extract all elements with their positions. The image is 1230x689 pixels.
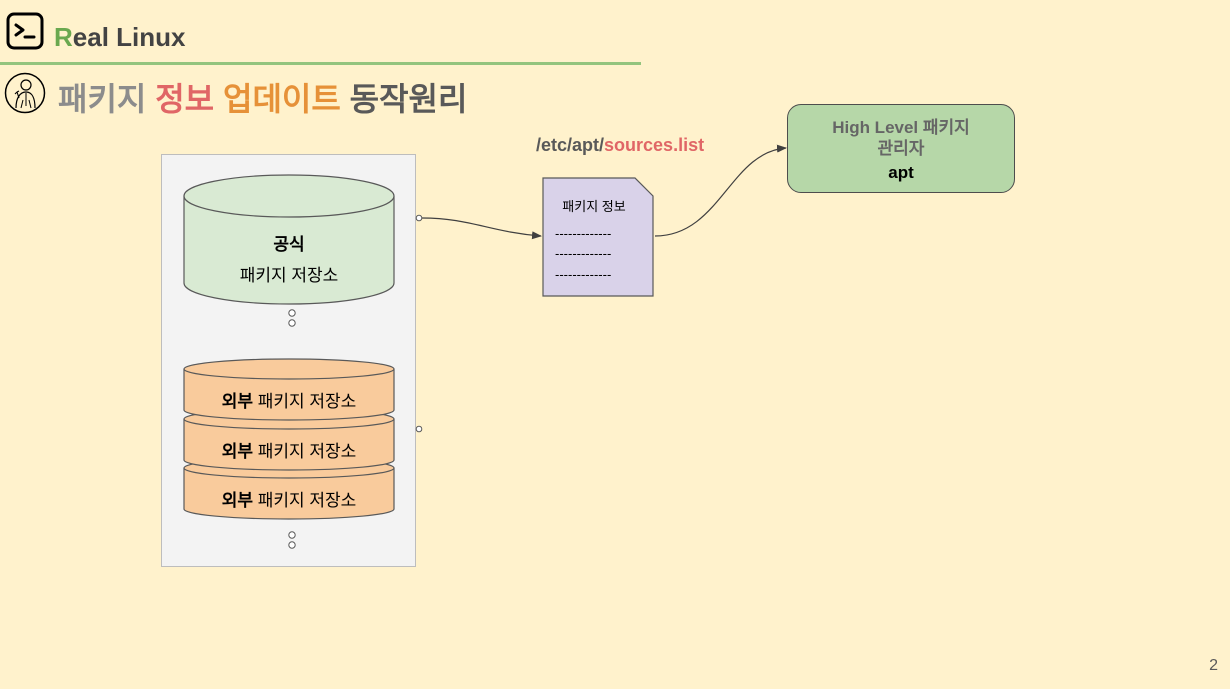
external-repo-bold-3: 외부	[221, 491, 253, 510]
header-divider	[0, 62, 641, 65]
external-repo-label-2: 외부 패키지 저장소	[184, 437, 394, 462]
document-title: 패키지 정보	[562, 199, 626, 214]
terminal-icon	[6, 12, 44, 50]
external-repo-text-3: 패키지 저장소	[252, 491, 357, 510]
external-repo-text-1: 패키지 저장소	[252, 392, 357, 411]
document-line-3: -------------	[555, 267, 612, 282]
sources-list-path: /etc/apt/sources.list	[536, 135, 704, 156]
presenter-avatar-icon	[4, 72, 46, 114]
document-line-2: -------------	[555, 246, 612, 261]
sources-list-document	[542, 177, 654, 297]
manager-line-1: High Level 패키지	[832, 118, 970, 137]
arrow-sources-to-manager	[654, 144, 787, 237]
manager-line-2: 관리자	[877, 139, 925, 158]
sources-path-prefix: /etc/apt/	[536, 135, 605, 155]
ellipsis-connector-bottom	[288, 531, 296, 549]
brand-initial: R	[54, 22, 73, 52]
panel-connector-dot-top	[415, 214, 423, 222]
arrow-repos-to-sources	[421, 217, 542, 240]
sources-path-filename: sources.list	[604, 135, 705, 155]
title-part-update: 업데이트	[223, 81, 341, 117]
page-title: 패키지 정보 업데이트 동작원리	[58, 74, 467, 120]
brand-rest: eal Linux	[72, 22, 186, 52]
brand-name: Real Linux	[54, 22, 185, 53]
title-part-principle: 동작원리	[349, 81, 468, 117]
external-repo-text-2: 패키지 저장소	[252, 442, 357, 461]
manager-apt-label: apt	[888, 163, 914, 182]
title-part-info: 정보	[155, 81, 215, 117]
external-repo-cylinder-1	[183, 358, 395, 421]
official-repo-title: 공식	[273, 235, 305, 254]
page-number: 2	[1209, 657, 1218, 674]
title-part-package: 패키지	[58, 81, 147, 117]
official-repo-cylinder	[183, 174, 395, 305]
external-repo-label-1: 외부 패키지 저장소	[184, 387, 394, 412]
external-repo-bold-2: 외부	[221, 442, 253, 461]
external-repo-bold-1: 외부	[221, 392, 253, 411]
external-repo-label-3: 외부 패키지 저장소	[184, 486, 394, 511]
official-repo-label: 패키지 저장소	[239, 266, 339, 285]
document-line-1: -------------	[555, 226, 612, 241]
package-manager-box: High Level 패키지 관리자 apt	[787, 104, 1015, 193]
panel-connector-dot-bottom	[415, 425, 423, 433]
ellipsis-connector-top	[288, 309, 296, 327]
